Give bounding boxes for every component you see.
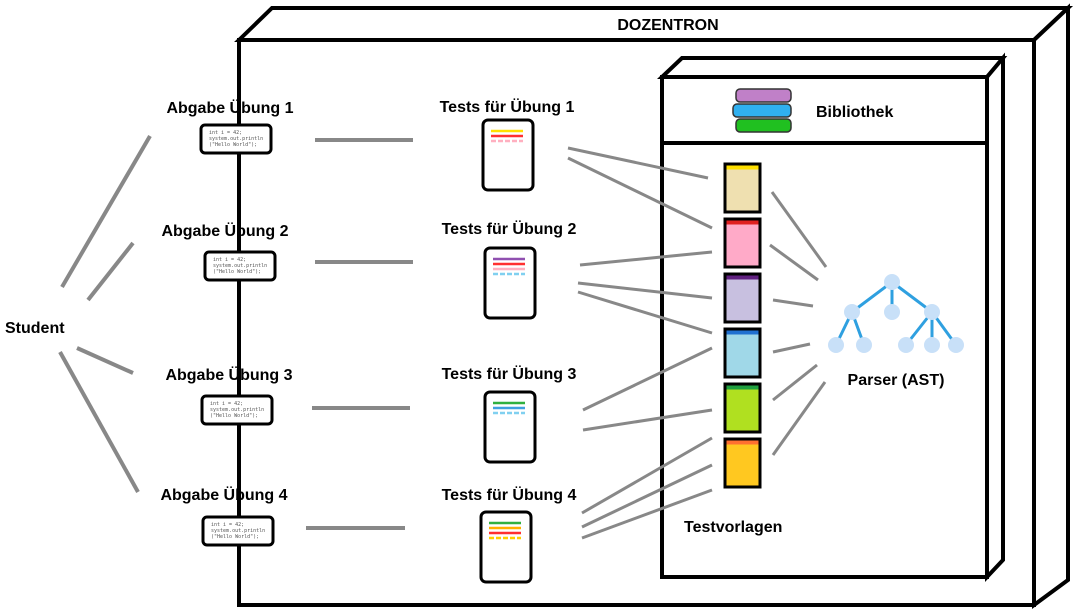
code-card: int i = 42;system.out.println("Hello Wor… [199,123,273,155]
code-line: int i = 42; [210,401,243,407]
template-4 [723,327,762,379]
tests-4: Tests für Übung 4 [442,485,577,584]
tests-label: Tests für Übung 4 [442,485,577,504]
tree-node [924,337,940,353]
student-connector [58,351,140,493]
template-parser-connector [769,243,819,282]
template-band [726,220,759,225]
student-label: Student [5,320,65,337]
tree-node [898,337,914,353]
tree-node [924,304,940,320]
code-line: int i = 42; [213,257,246,263]
template-body [723,217,762,269]
code-line: system.out.println [209,136,263,142]
submission-2: Abgabe Übung 2 int i = 42;system.out.prin… [161,221,289,282]
template-band [726,330,759,335]
code-line: int i = 42; [209,130,242,136]
template-parser-connector [770,191,828,268]
tests-label: Tests für Übung 2 [442,219,577,238]
template-band [726,165,759,170]
code-line: system.out.println [213,263,267,269]
template-body [723,327,762,379]
parser-label: Parser (AST) [848,372,945,389]
code-line: ("Hello World"); [211,534,259,540]
test-template-connector [577,290,713,335]
test-template-connector [581,488,713,540]
test-template-connector [577,281,713,300]
tree-node [884,274,900,290]
template-parser-connector [771,381,827,456]
library-box [656,52,1008,583]
tests-label: Tests für Übung 3 [442,364,577,383]
code-card: int i = 42;system.out.println("Hello Wor… [200,394,274,426]
template-parser-connector [772,342,811,354]
tree-node [856,337,872,353]
template-body [723,382,762,434]
submission-label: Abgabe Übung 1 [166,98,293,117]
code-line: ("Hello World"); [210,413,258,419]
student-connector [76,346,134,375]
tests-3: Tests für Übung 3 [442,364,577,464]
test-template-connector [582,408,713,432]
code-line: ("Hello World"); [209,142,257,148]
test-template-connector [579,250,713,267]
tree-node [844,304,860,320]
template-2 [723,217,762,269]
tree-edge [851,280,893,314]
template-parser-connector [772,363,818,402]
template-5 [723,382,762,434]
templates-label: Testvorlagen [684,519,782,536]
tests-1: Tests für Übung 1 [440,97,575,192]
submission-4: Abgabe Übung 4 int i = 42;system.out.prin… [160,485,288,547]
code-card: int i = 42;system.out.println("Hello Wor… [201,515,275,547]
tree-node [828,337,844,353]
connector-lines [58,134,828,540]
template-band [726,385,759,390]
student-connector [60,134,152,289]
templates-stack [723,162,762,489]
tree-node [948,337,964,353]
test-template-connector [582,346,713,412]
template-6 [723,437,762,489]
code-card: int i = 42;system.out.println("Hello Wor… [203,250,277,282]
template-band [726,440,759,445]
student-connector [86,241,135,302]
test-document [483,246,537,320]
template-3 [723,272,762,324]
test-template-connector [581,436,713,515]
library-label: Bibliothek [816,104,893,121]
template-body [723,162,762,214]
code-line: int i = 42; [211,522,244,528]
template-body [723,437,762,489]
test-document [479,510,533,584]
test-template-connector [567,156,713,230]
submission-label: Abgabe Übung 2 [161,221,288,240]
submission-1: Abgabe Übung 1 int i = 42;system.out.prin… [166,98,294,155]
dozentron-title: DOZENTRON [617,17,718,34]
tests-2: Tests für Übung 2 [442,219,577,320]
code-line: system.out.println [211,528,265,534]
template-body [723,272,762,324]
tree-edge [891,280,933,314]
submission-label: Abgabe Übung 4 [160,485,287,504]
tests-column: Tests für Übung 1 Tests für Übung 2 Tests … [440,97,577,584]
tests-label: Tests für Übung 1 [440,97,575,116]
tree-node [884,304,900,320]
test-template-connector [581,463,713,529]
test-template-connector [567,146,709,180]
submission-label: Abgabe Übung 3 [165,365,292,384]
code-line: system.out.println [210,407,264,413]
test-document [481,118,535,192]
template-parser-connector [772,298,814,308]
ast-tree-icon [828,274,964,353]
test-document [483,390,537,464]
template-band [726,275,759,280]
submission-3: Abgabe Übung 3 int i = 42;system.out.prin… [165,365,293,426]
books-icon [732,88,792,133]
template-1 [723,162,762,214]
code-line: ("Hello World"); [213,269,261,275]
